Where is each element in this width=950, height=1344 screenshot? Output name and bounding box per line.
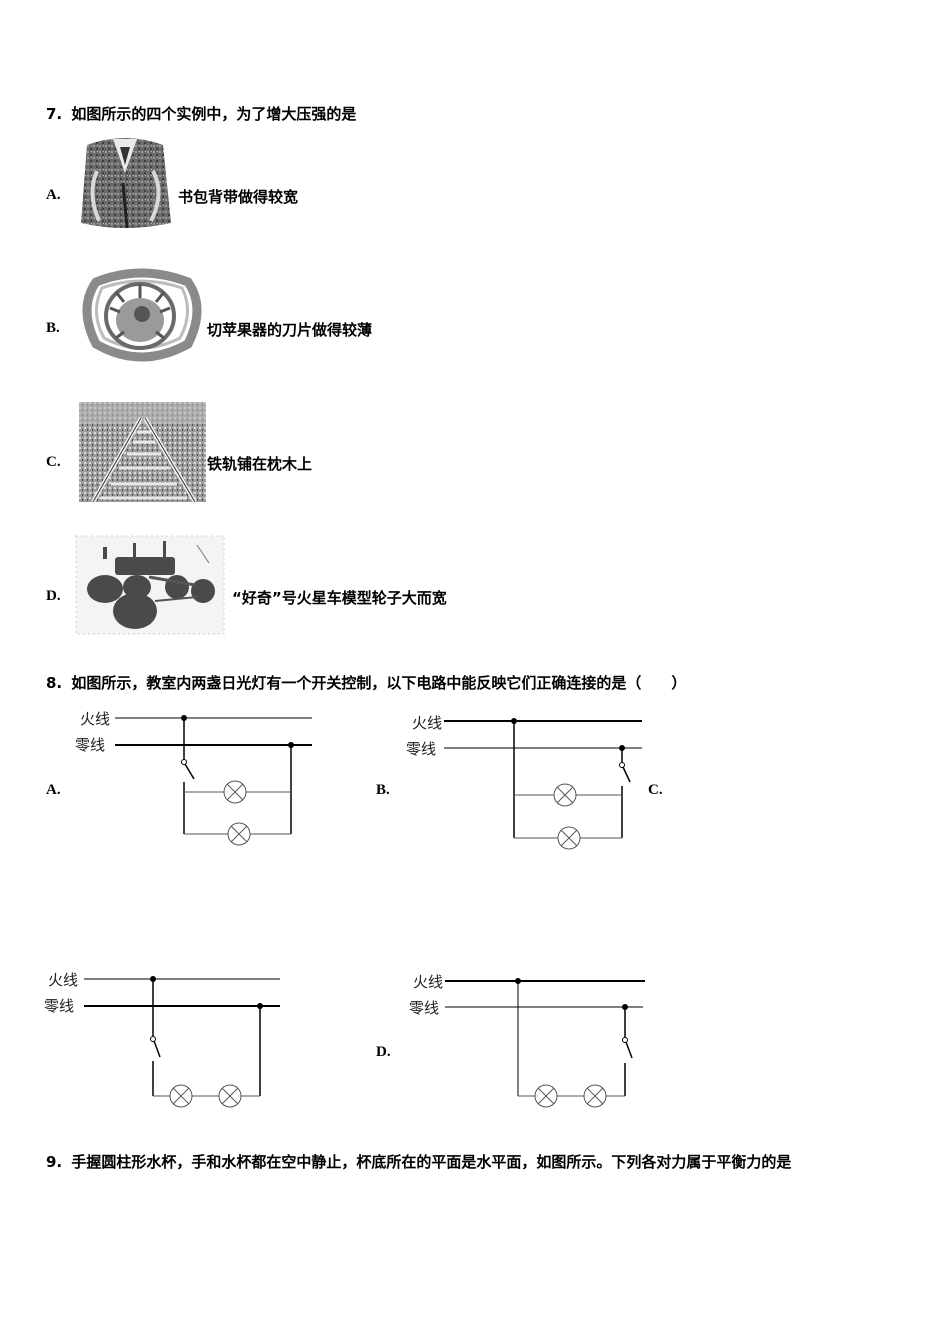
live-wire-label: 火线 <box>80 710 110 728</box>
q8-option-d-letter: D. <box>376 1044 391 1060</box>
apple-slicer-image <box>76 268 206 366</box>
circuit-c: 火线 零线 <box>40 965 290 1115</box>
circuit-b: 火线 零线 <box>400 704 650 854</box>
q8-option-b-letter: B. <box>376 782 390 798</box>
q8-option-a-letter: A. <box>46 782 61 798</box>
mars-rover-image <box>75 535 225 635</box>
q7-option-a-letter: A. <box>46 187 61 203</box>
q7-option-a-text: 书包背带做得较宽 <box>178 188 299 206</box>
neutral-wire-label: 零线 <box>44 997 74 1015</box>
circuit-a: 火线 零线 <box>70 704 320 852</box>
circuit-d: 火线 零线 <box>405 965 655 1115</box>
question-7-text: 如图所示的四个实例中，为了增大压强的是 <box>71 105 357 123</box>
q7-option-d-letter: D. <box>46 588 61 604</box>
question-9-number: 9. <box>46 1153 63 1171</box>
question-8-number: 8. <box>46 674 63 692</box>
railway-track-image <box>79 402 206 504</box>
live-wire-label: 火线 <box>48 971 78 989</box>
question-8-text: 如图所示，教室内两盏日光灯有一个开关控制，以下电路中能反映它们正确连接的是（ ） <box>71 674 687 692</box>
live-wire-label: 火线 <box>412 714 442 732</box>
live-wire-label: 火线 <box>413 973 443 991</box>
q7-option-d-text: “好奇”号火星车模型轮子大而宽 <box>232 589 447 607</box>
q7-option-c-letter: C. <box>46 454 61 470</box>
neutral-wire-label: 零线 <box>409 999 439 1017</box>
backpack-image <box>75 133 175 233</box>
q7-option-c-text: 铁轨铺在枕木上 <box>207 455 313 473</box>
neutral-wire-label: 零线 <box>75 736 105 754</box>
q7-option-b-text: 切苹果器的刀片做得较薄 <box>207 321 373 339</box>
question-9: 9. 手握圆柱形水杯，手和水杯都在空中静止，杯底所在的平面是水平面，如图所示。下… <box>46 1151 791 1172</box>
question-8: 8. 如图所示，教室内两盏日光灯有一个开关控制，以下电路中能反映它们正确连接的是… <box>46 672 686 693</box>
question-7-number: 7. <box>46 105 63 123</box>
question-7: 7. 如图所示的四个实例中，为了增大压强的是 <box>46 103 356 124</box>
q7-option-b-letter: B. <box>46 320 60 336</box>
question-9-text: 手握圆柱形水杯，手和水杯都在空中静止，杯底所在的平面是水平面，如图所示。下列各对… <box>71 1153 792 1171</box>
q8-option-c-letter: C. <box>648 782 663 798</box>
neutral-wire-label: 零线 <box>406 740 436 758</box>
